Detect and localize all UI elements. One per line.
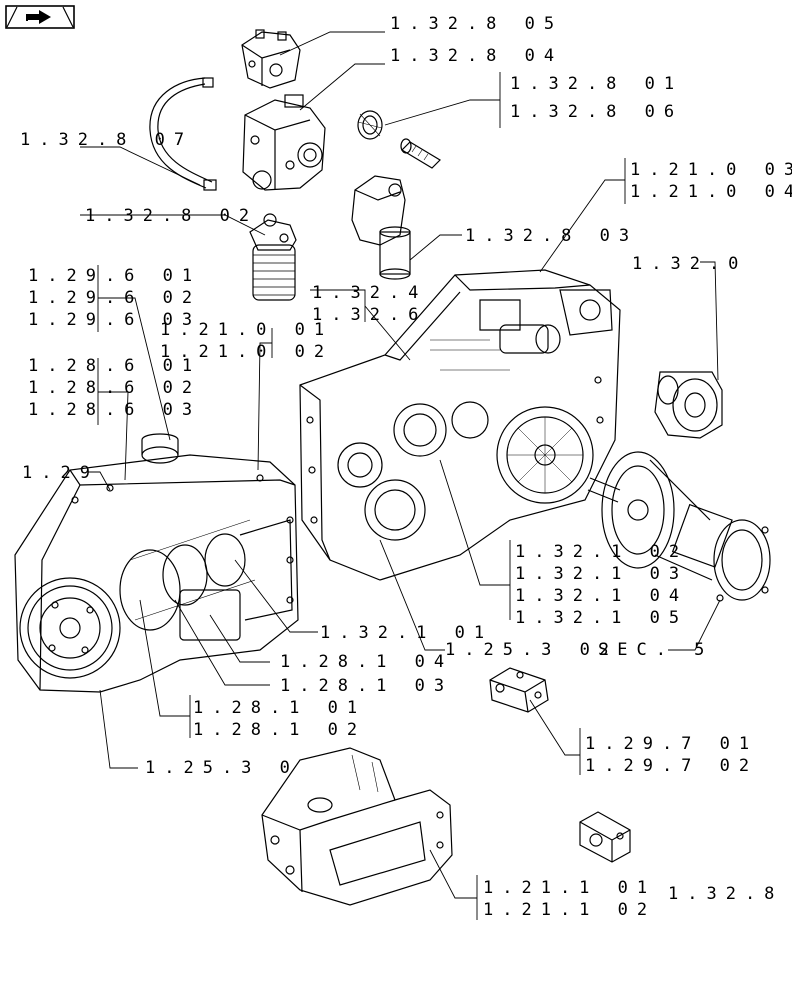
ref-label[interactable]: 1.28.1 02	[193, 720, 367, 740]
ref-label[interactable]: 1.28.6 03	[28, 400, 202, 420]
ref-label[interactable]: 1.32.6	[312, 305, 428, 325]
ref-label[interactable]: 1.28.6 01	[28, 356, 202, 376]
ref-label[interactable]: 1.32.1 01	[320, 623, 494, 643]
ref-label[interactable]: 1.21.0 03	[630, 160, 792, 180]
back-navigation-button[interactable]	[5, 5, 75, 29]
return-arrow-icon	[5, 5, 75, 29]
ref-label[interactable]: 1.29.7 01	[585, 734, 759, 754]
control-valve-part	[351, 175, 411, 280]
ref-label[interactable]: 1.32.8 03	[465, 226, 639, 246]
ref-label[interactable]: 1.21.1 01	[483, 878, 657, 898]
ref-label[interactable]: 1.32.8 07	[20, 130, 194, 150]
ref-label[interactable]: 1.32.8	[668, 884, 784, 904]
hydraulic-valve-part	[241, 29, 301, 89]
ref-label[interactable]: 1.32.8 05	[390, 14, 564, 34]
ref-label[interactable]: 1.28.1 01	[193, 698, 367, 718]
ref-label[interactable]: 1.21.1 02	[483, 900, 657, 920]
rear-transmission-housing-part	[299, 269, 621, 581]
drive-shaft-part	[400, 138, 441, 169]
ref-label[interactable]: 1.28.6 02	[28, 378, 202, 398]
small-valve-block-part	[489, 667, 549, 713]
ref-label[interactable]: 1.21.0 04	[630, 182, 792, 202]
ref-label[interactable]: SEC. 5	[598, 640, 714, 660]
ref-label[interactable]: 1.28.1 03	[280, 676, 454, 696]
ref-label[interactable]: 1.21.0 01	[160, 320, 334, 340]
ref-label[interactable]: 1.32.4	[312, 283, 428, 303]
hydraulic-hose-part	[149, 77, 217, 191]
oil-filter-part	[249, 213, 297, 301]
drive-gear-part	[357, 110, 383, 140]
front-transmission-part	[14, 433, 299, 693]
ref-label[interactable]: 1.29.6 02	[28, 288, 202, 308]
cube-block-part	[579, 811, 631, 863]
front-support-frame-part	[261, 747, 453, 906]
ref-label[interactable]: 1.28.1 04	[280, 652, 454, 672]
ref-label[interactable]: 1.32.1 02	[515, 542, 689, 562]
axle-hub-part	[654, 371, 723, 439]
ref-label[interactable]: 1.32.8 06	[510, 102, 684, 122]
ref-label[interactable]: 1.29	[22, 463, 99, 483]
ref-label[interactable]: 1.32.1 04	[515, 586, 689, 606]
ref-label[interactable]: 1.32.0	[632, 254, 748, 274]
ref-label[interactable]: 1.32.8 04	[390, 46, 564, 66]
ref-label[interactable]: 1.32.8 01	[510, 74, 684, 94]
leader-lines	[80, 31, 721, 920]
final-drive-part	[587, 451, 771, 602]
ref-label[interactable]: 1.29.6 03	[28, 310, 202, 330]
hydraulic-pump-part	[242, 94, 326, 191]
ref-label[interactable]: 1.32.1 03	[515, 564, 689, 584]
ref-label[interactable]: 1.21.0 02	[160, 342, 334, 362]
ref-label[interactable]: 1.25.3 02	[445, 640, 619, 660]
ref-label[interactable]: 1.32.1 05	[515, 608, 689, 628]
ref-label[interactable]: 1.29.7 02	[585, 756, 759, 776]
ref-label[interactable]: 1.25.3 0	[145, 758, 299, 778]
ref-label[interactable]: 1.32.8 02	[85, 206, 259, 226]
ref-label[interactable]: 1.29.6 01	[28, 266, 202, 286]
